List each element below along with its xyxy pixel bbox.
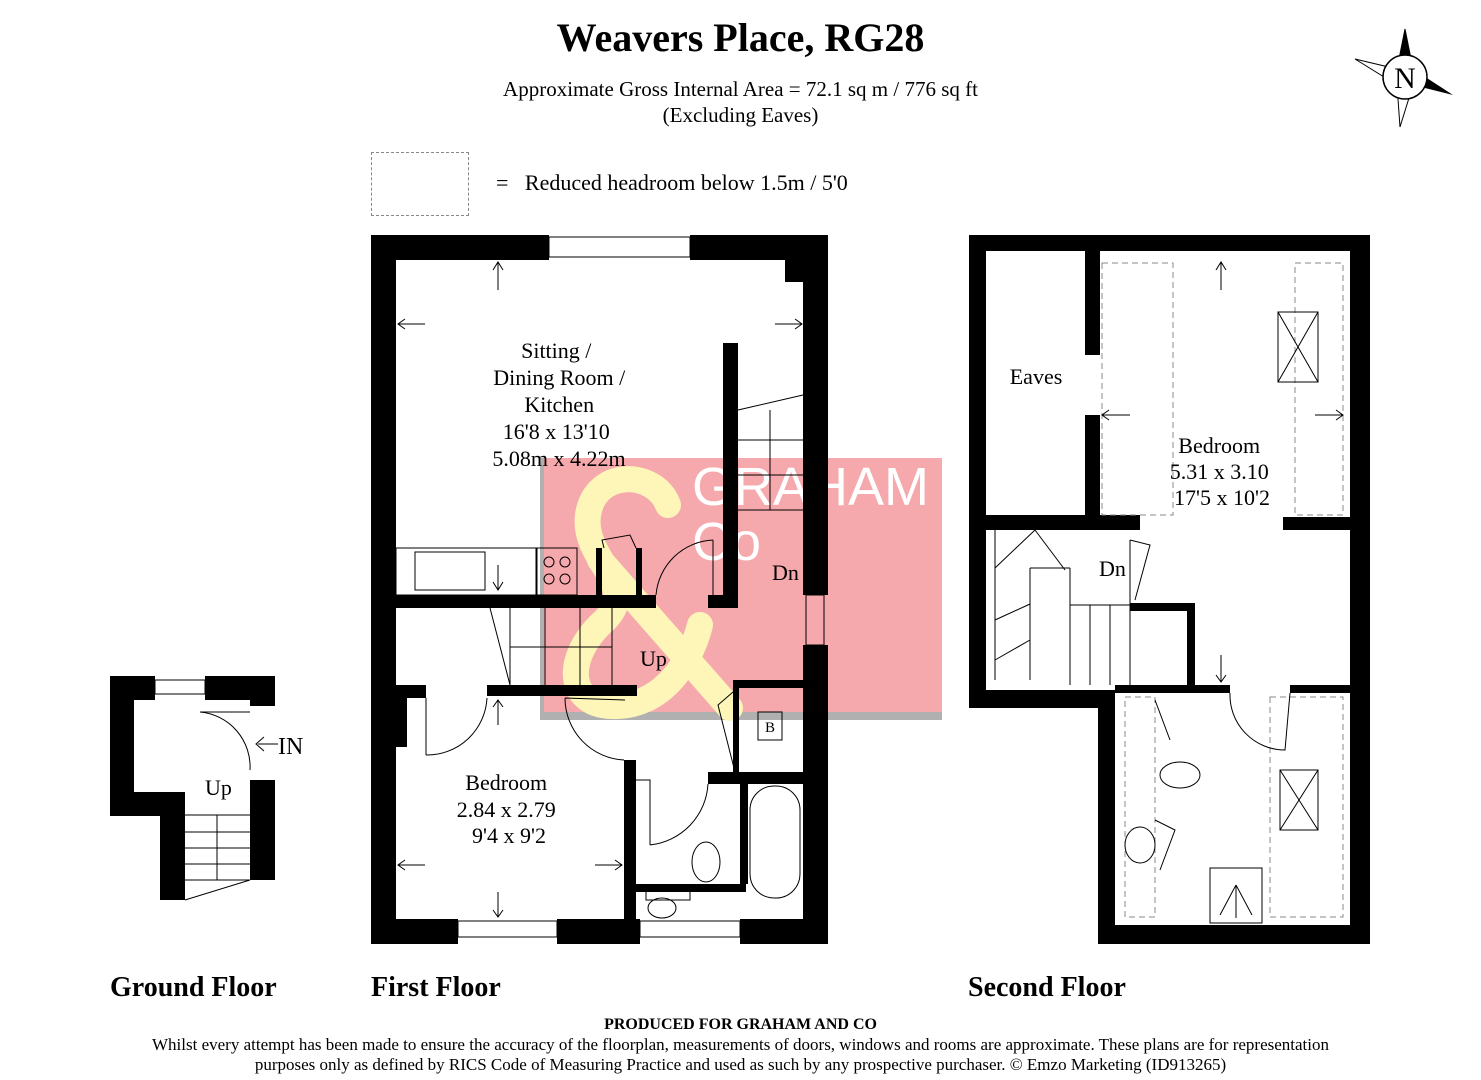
- ground-floor-plan: IN Up: [110, 676, 303, 901]
- ground-stairs-up-label: Up: [205, 775, 232, 800]
- room-name-line: Bedroom: [465, 770, 547, 795]
- first-floor-label: First Floor: [371, 972, 501, 1003]
- footer: PRODUCED FOR GRAHAM AND CO Whilst every …: [0, 1015, 1481, 1075]
- room-dimensions-imperial: 16'8 x 13'10: [503, 419, 610, 444]
- room-label-sitting-dining-kitchen: Sitting / Dining Room / Kitchen 16'8 x 1…: [492, 338, 630, 471]
- room-label-eaves: Eaves: [1010, 364, 1063, 389]
- area-note: (Excluding Eaves): [662, 103, 819, 127]
- room-name-line: Bedroom: [1178, 433, 1260, 458]
- room-label-second-bedroom: Bedroom 5.31 x 3.10 17'5 x 10'2: [1170, 433, 1275, 510]
- room-label-first-bedroom: Bedroom 2.84 x 2.79 9'4 x 9'2: [457, 770, 562, 848]
- produced-for: PRODUCED FOR GRAHAM AND CO: [604, 1016, 877, 1033]
- area-summary: Approximate Gross Internal Area = 72.1 s…: [0, 76, 1481, 128]
- boiler-label: B: [765, 720, 775, 736]
- watermark-ampersand-icon: [562, 466, 743, 721]
- room-dimensions-imperial: 9'4 x 9'2: [472, 823, 546, 848]
- gross-internal-area: Approximate Gross Internal Area = 72.1 s…: [503, 77, 978, 101]
- legend-equals: =: [496, 170, 509, 195]
- legend-description: Reduced headroom below 1.5m / 5'0: [524, 170, 848, 195]
- ground-floor-label: Ground Floor: [110, 972, 277, 1003]
- reduced-headroom-legend-swatch: [371, 152, 469, 216]
- first-stairs-down-label: Dn: [772, 560, 799, 585]
- entrance-label: IN: [278, 734, 303, 760]
- first-floor-plan: Sitting / Dining Room / Kitchen 16'8 x 1…: [371, 235, 828, 944]
- room-dimensions-metric: 5.08m x 4.22m: [492, 446, 625, 471]
- legend-text: = Reduced headroom below 1.5m / 5'0: [496, 170, 848, 196]
- room-name-line: Sitting /: [521, 338, 592, 363]
- room-name-line: Dining Room /: [493, 365, 626, 390]
- disclaimer-line-1: Whilst every attempt has been made to en…: [152, 1035, 1329, 1054]
- room-dimensions-imperial: 17'5 x 10'2: [1174, 485, 1270, 510]
- disclaimer-line-2: purposes only as defined by RICS Code of…: [254, 1055, 1227, 1074]
- first-stairs-up-label: Up: [640, 646, 667, 671]
- page-title: Weavers Place, RG28: [556, 15, 925, 60]
- room-name-line: Kitchen: [524, 392, 594, 417]
- compass-label: N: [1394, 62, 1416, 95]
- second-floor-label: Second Floor: [968, 972, 1126, 1003]
- second-floor-plan: Eaves Bedroom 5.31 x 3.10 17'5 x 10'2 Dn: [969, 235, 1370, 944]
- room-dimensions-metric: 2.84 x 2.79: [457, 797, 556, 822]
- second-stairs-down-label: Dn: [1099, 556, 1126, 581]
- compass-north-icon: N: [1354, 28, 1453, 128]
- room-dimensions-metric: 5.31 x 3.10: [1170, 459, 1269, 484]
